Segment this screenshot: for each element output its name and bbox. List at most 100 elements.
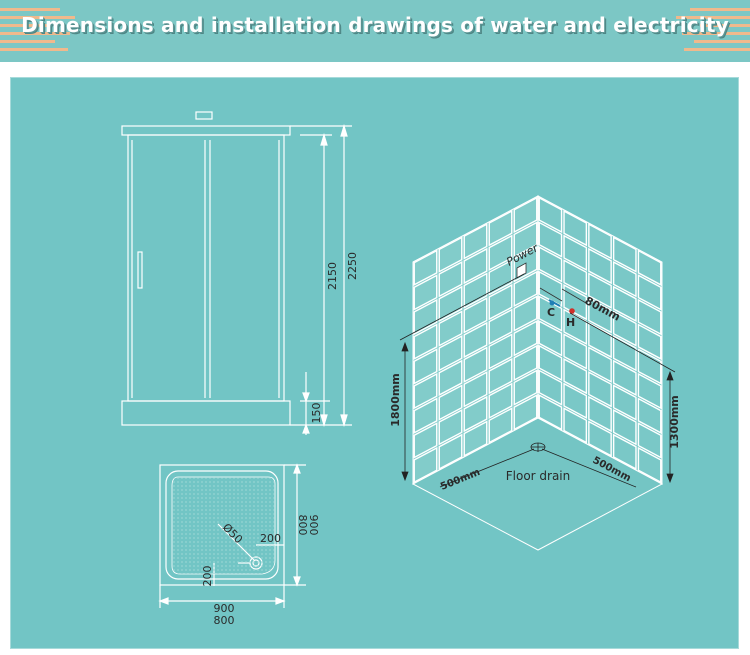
wall-tile [588, 247, 612, 285]
wall-tile [438, 359, 463, 397]
wall-tile [563, 382, 588, 420]
label-hot: H [566, 316, 575, 329]
wall-tile [488, 407, 513, 444]
wall-tile [463, 371, 488, 408]
wall-tile [413, 298, 438, 336]
hot-water-point [569, 308, 575, 314]
wall-tile [588, 321, 612, 359]
wall-tile [513, 196, 538, 234]
wall-tile [563, 407, 588, 444]
wall-tile [612, 236, 637, 273]
wall-tile [438, 384, 463, 421]
label-valve-height: 1300mm [668, 395, 681, 449]
wall-tile [538, 394, 563, 431]
wall-tile [538, 320, 563, 357]
wall-tile [637, 397, 662, 434]
wall-tile [588, 371, 612, 408]
wall-tile [612, 285, 637, 323]
page-title: Dimensions and installation drawings of … [21, 13, 729, 37]
wall-tile [438, 310, 463, 347]
cold-water-point [549, 300, 555, 306]
label-floor-drain: Floor drain [506, 469, 571, 483]
wall-tile [513, 394, 538, 431]
wall-tile [588, 420, 612, 457]
front-view-labels: 2150 2250 150 [310, 252, 359, 424]
wall-tile [538, 295, 563, 332]
wall-tile [438, 433, 463, 471]
wall-tile [563, 333, 588, 370]
wall-tile [538, 221, 563, 258]
label-height-inner: 2150 [326, 262, 339, 290]
front-view-dimensions [290, 123, 352, 435]
wall-tile [612, 408, 637, 446]
wall-tile [513, 344, 538, 382]
wall-tile [563, 234, 588, 272]
wall-tile [488, 333, 513, 370]
wall-tile [637, 298, 662, 336]
wall-tile [637, 323, 662, 360]
wall-tile [488, 382, 513, 420]
wall-tile [413, 348, 438, 385]
label-power-height: 1800mm [389, 373, 402, 427]
wall-tile [612, 384, 637, 421]
wall-tile [413, 323, 438, 360]
wall-tile [513, 246, 538, 283]
label-tray-width-2: 800 [214, 614, 235, 627]
wall-tile [438, 236, 463, 273]
wall-tile [637, 274, 662, 311]
corner-dimensions [399, 273, 676, 488]
wall-tile [438, 334, 463, 372]
wall-tile [513, 295, 538, 332]
wall-tile [538, 369, 563, 406]
wall-tile [413, 446, 438, 484]
wall-tile [463, 420, 488, 457]
label-cold: C [547, 306, 555, 319]
wall-tile [438, 408, 463, 446]
wall-tile [513, 270, 538, 308]
tray-texture [172, 477, 275, 574]
wall-tile [612, 359, 637, 397]
wall-tile [538, 246, 563, 283]
wall-tile [637, 348, 662, 385]
wall-tile [588, 223, 612, 260]
corner-view [399, 195, 676, 551]
wall-tile [438, 260, 463, 298]
wall-tile [488, 308, 513, 346]
wall-tile [588, 346, 612, 383]
wall-tile [438, 285, 463, 323]
wall-tile [637, 446, 662, 484]
wall-tile [588, 297, 612, 334]
wall-tile [513, 221, 538, 258]
wall-tile [488, 357, 513, 395]
label-tray-depth-2: 800 [296, 515, 309, 536]
label-tray-depth-1: 900 [307, 515, 320, 536]
wall-tile [463, 247, 488, 285]
wall-tile [563, 209, 588, 247]
wall-tile [463, 346, 488, 383]
tray-view-labels: 900 800 900 800 Ø50 200 200 [201, 515, 320, 628]
wall-tile [563, 259, 588, 296]
wall-tile [538, 344, 563, 382]
wall-tile [463, 223, 488, 260]
wall-tile [563, 357, 588, 395]
wall-tile [463, 297, 488, 334]
wall-tile [612, 260, 637, 298]
wall-tile [413, 372, 438, 410]
label-drain-offset-x: 200 [260, 532, 281, 545]
wall-tile [488, 209, 513, 247]
wall-tile [488, 283, 513, 321]
wall-tile [463, 272, 488, 309]
wall-tile [637, 422, 662, 459]
label-base-height: 150 [310, 403, 323, 424]
wall-tile [513, 320, 538, 357]
label-height-total: 2250 [346, 252, 359, 280]
wall-tile [563, 283, 588, 321]
wall-tile [612, 334, 637, 372]
wall-tile [413, 397, 438, 434]
wall-tile [413, 274, 438, 311]
wall-tile [413, 422, 438, 459]
label-tray-width-1: 900 [214, 602, 235, 615]
label-drain-offset-y: 200 [201, 566, 214, 587]
wall-tile [488, 259, 513, 296]
